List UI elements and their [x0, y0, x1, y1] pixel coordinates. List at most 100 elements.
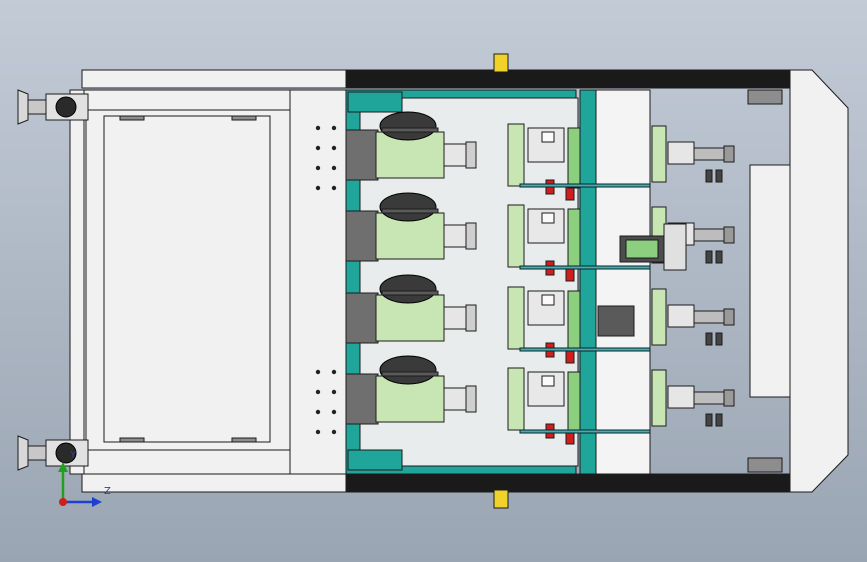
- bolt-hole: [331, 409, 337, 415]
- bolt-hole: [315, 125, 321, 131]
- right-end: [723, 226, 735, 244]
- motor-cap: [379, 192, 437, 222]
- motor-cap: [379, 111, 437, 141]
- clamp-plate: [507, 286, 525, 350]
- motor-ring: [381, 371, 439, 377]
- foot-pad: [17, 89, 29, 125]
- sensor-window: [541, 212, 555, 224]
- green-guide: [567, 290, 581, 352]
- green-guide: [567, 371, 581, 433]
- left-window-tab: [231, 437, 257, 443]
- z-axis-label: Z: [104, 486, 111, 497]
- teal-corner: [347, 91, 403, 113]
- foot-wheel: [55, 96, 77, 118]
- right-rod: [693, 228, 725, 242]
- cyan-rail: [519, 347, 651, 352]
- cyan-rail: [519, 265, 651, 270]
- sensor-window: [541, 294, 555, 306]
- cable-connector: [715, 413, 723, 427]
- bolt-hole: [331, 389, 337, 395]
- cable-connector: [715, 169, 723, 183]
- bolt-hole: [315, 165, 321, 171]
- axis-triad-icon: [52, 460, 112, 510]
- left-window-tab: [231, 115, 257, 121]
- bolt-hole: [331, 145, 337, 151]
- left-crossmember: [289, 89, 349, 475]
- motor-ring: [381, 208, 439, 214]
- gear-box: [345, 210, 379, 262]
- shaft-end: [465, 304, 477, 332]
- center-motor-cover: [625, 239, 659, 259]
- clamp-plate: [507, 123, 525, 187]
- shaft-end: [465, 141, 477, 169]
- green-guide: [567, 127, 581, 189]
- servo-motor-icon: [345, 355, 735, 445]
- bolt-hole: [315, 389, 321, 395]
- right-rod: [693, 147, 725, 161]
- leveling-foot-icon: [17, 435, 89, 471]
- motor-ring: [381, 290, 439, 296]
- yellow-marker: [493, 53, 509, 73]
- right-rod: [693, 391, 725, 405]
- cable-connector: [715, 332, 723, 346]
- shaft-end: [465, 222, 477, 250]
- right-end: [723, 389, 735, 407]
- cable-connector: [705, 250, 713, 264]
- right-actuator: [667, 385, 695, 409]
- servo-motor-icon: [345, 274, 735, 364]
- green-guide: [567, 208, 581, 270]
- left-post: [69, 89, 85, 475]
- leveling-foot-icon: [17, 89, 89, 125]
- center-actuator: [663, 223, 687, 271]
- clamp-plate: [507, 204, 525, 268]
- shaft-end: [465, 385, 477, 413]
- right-end-cap: [789, 69, 849, 493]
- y-axis-label: Y: [70, 450, 77, 461]
- servo-motor-icon: [345, 111, 735, 201]
- yellow-marker: [493, 489, 509, 509]
- bolt-hole: [315, 145, 321, 151]
- left-window-tab: [119, 437, 145, 443]
- sensor-window: [541, 375, 555, 387]
- right-window: [749, 164, 791, 398]
- bolt-hole: [315, 409, 321, 415]
- cable-connector: [715, 250, 723, 264]
- center-gripper: [597, 305, 635, 337]
- right-actuator: [667, 304, 695, 328]
- bottom-dark-rail: [345, 473, 793, 493]
- right-mount: [651, 288, 667, 346]
- right-mount: [651, 125, 667, 183]
- sensor-window: [541, 131, 555, 143]
- top-dark-rail: [345, 69, 793, 89]
- bolt-hole: [315, 185, 321, 191]
- right-rod: [693, 310, 725, 324]
- bolt-hole: [315, 369, 321, 375]
- motor-cap: [379, 274, 437, 304]
- foot-wheel: [55, 442, 77, 464]
- cable-connector: [705, 169, 713, 183]
- right-mount: [651, 369, 667, 427]
- right-end: [723, 145, 735, 163]
- clamp-plate: [507, 367, 525, 431]
- cable-connector: [705, 332, 713, 346]
- teal-divider: [579, 89, 597, 475]
- motor-ring: [381, 127, 439, 133]
- bolt-hole: [331, 125, 337, 131]
- foot-stem: [27, 445, 47, 461]
- motor-cap: [379, 355, 437, 385]
- gear-box: [345, 292, 379, 344]
- teal-corner: [347, 449, 403, 471]
- gantry-area: [595, 89, 651, 475]
- left-window: [103, 115, 271, 443]
- bolt-hole: [331, 429, 337, 435]
- cable-connector: [705, 413, 713, 427]
- right-end: [723, 308, 735, 326]
- gear-box: [345, 373, 379, 425]
- gear-box: [345, 129, 379, 181]
- cyan-rail: [519, 183, 651, 188]
- foot-pad: [17, 435, 29, 471]
- bolt-hole: [315, 429, 321, 435]
- corner-bracket-top: [747, 89, 783, 105]
- bolt-hole: [331, 369, 337, 375]
